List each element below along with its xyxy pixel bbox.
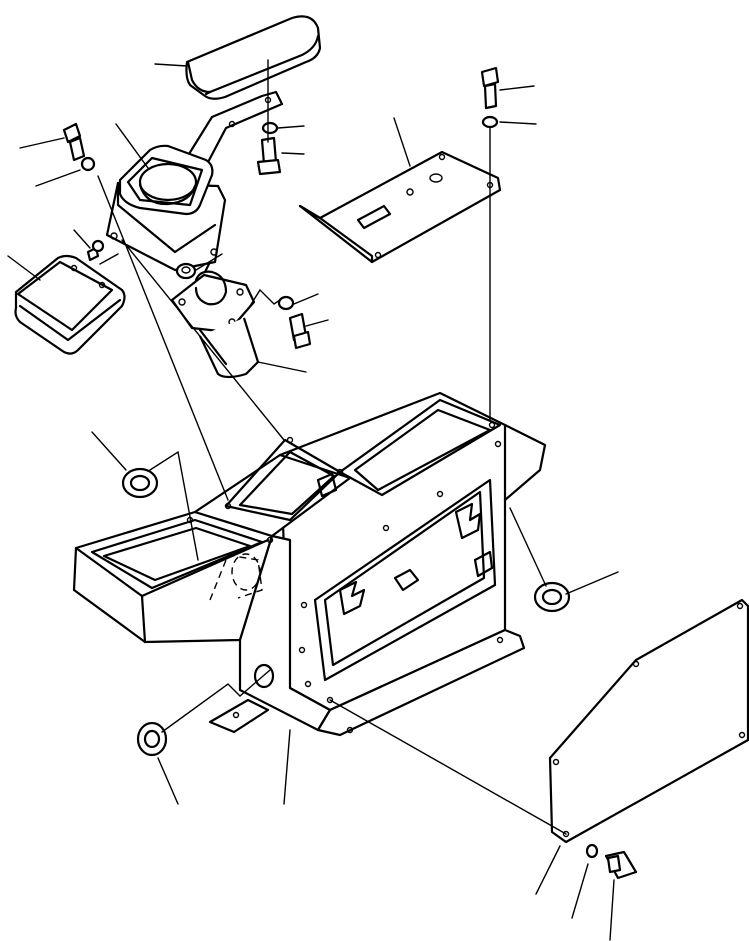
mounting-plate <box>298 150 502 264</box>
cup-holder <box>14 254 126 355</box>
washer <box>80 115 599 859</box>
lever-assembly <box>170 260 260 379</box>
assembly-lines <box>7 59 619 941</box>
console-frame <box>72 391 547 737</box>
bolt <box>62 66 638 880</box>
armrest-pad <box>185 15 322 100</box>
lever-boot <box>105 144 227 272</box>
grommet <box>121 467 571 757</box>
side-cover-plate <box>548 598 749 844</box>
